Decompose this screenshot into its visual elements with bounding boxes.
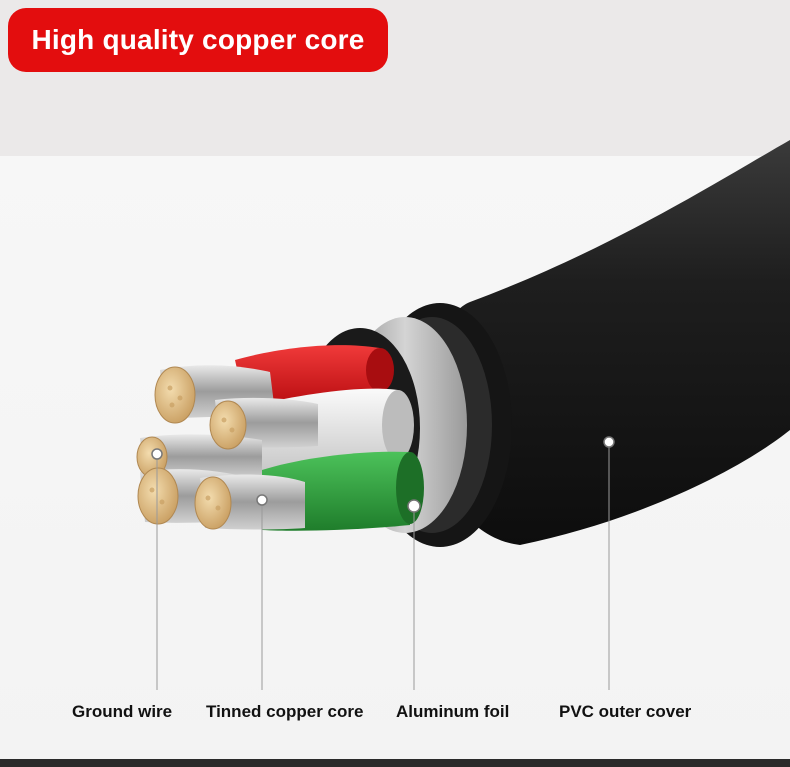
- copper-conductor-ends: [136, 366, 247, 530]
- label-ground-wire: Ground wire: [72, 702, 173, 721]
- label-pvc-outer-cover: PVC outer cover: [559, 702, 692, 721]
- callout-markers: [151, 436, 615, 513]
- label-tinned-copper-core: Tinned copper core: [206, 702, 364, 721]
- callout-leaders: [156, 444, 610, 690]
- label-aluminum-foil: Aluminum foil: [396, 702, 510, 721]
- bottom-bar: [0, 759, 790, 767]
- title-badge: High quality copper core: [8, 8, 388, 72]
